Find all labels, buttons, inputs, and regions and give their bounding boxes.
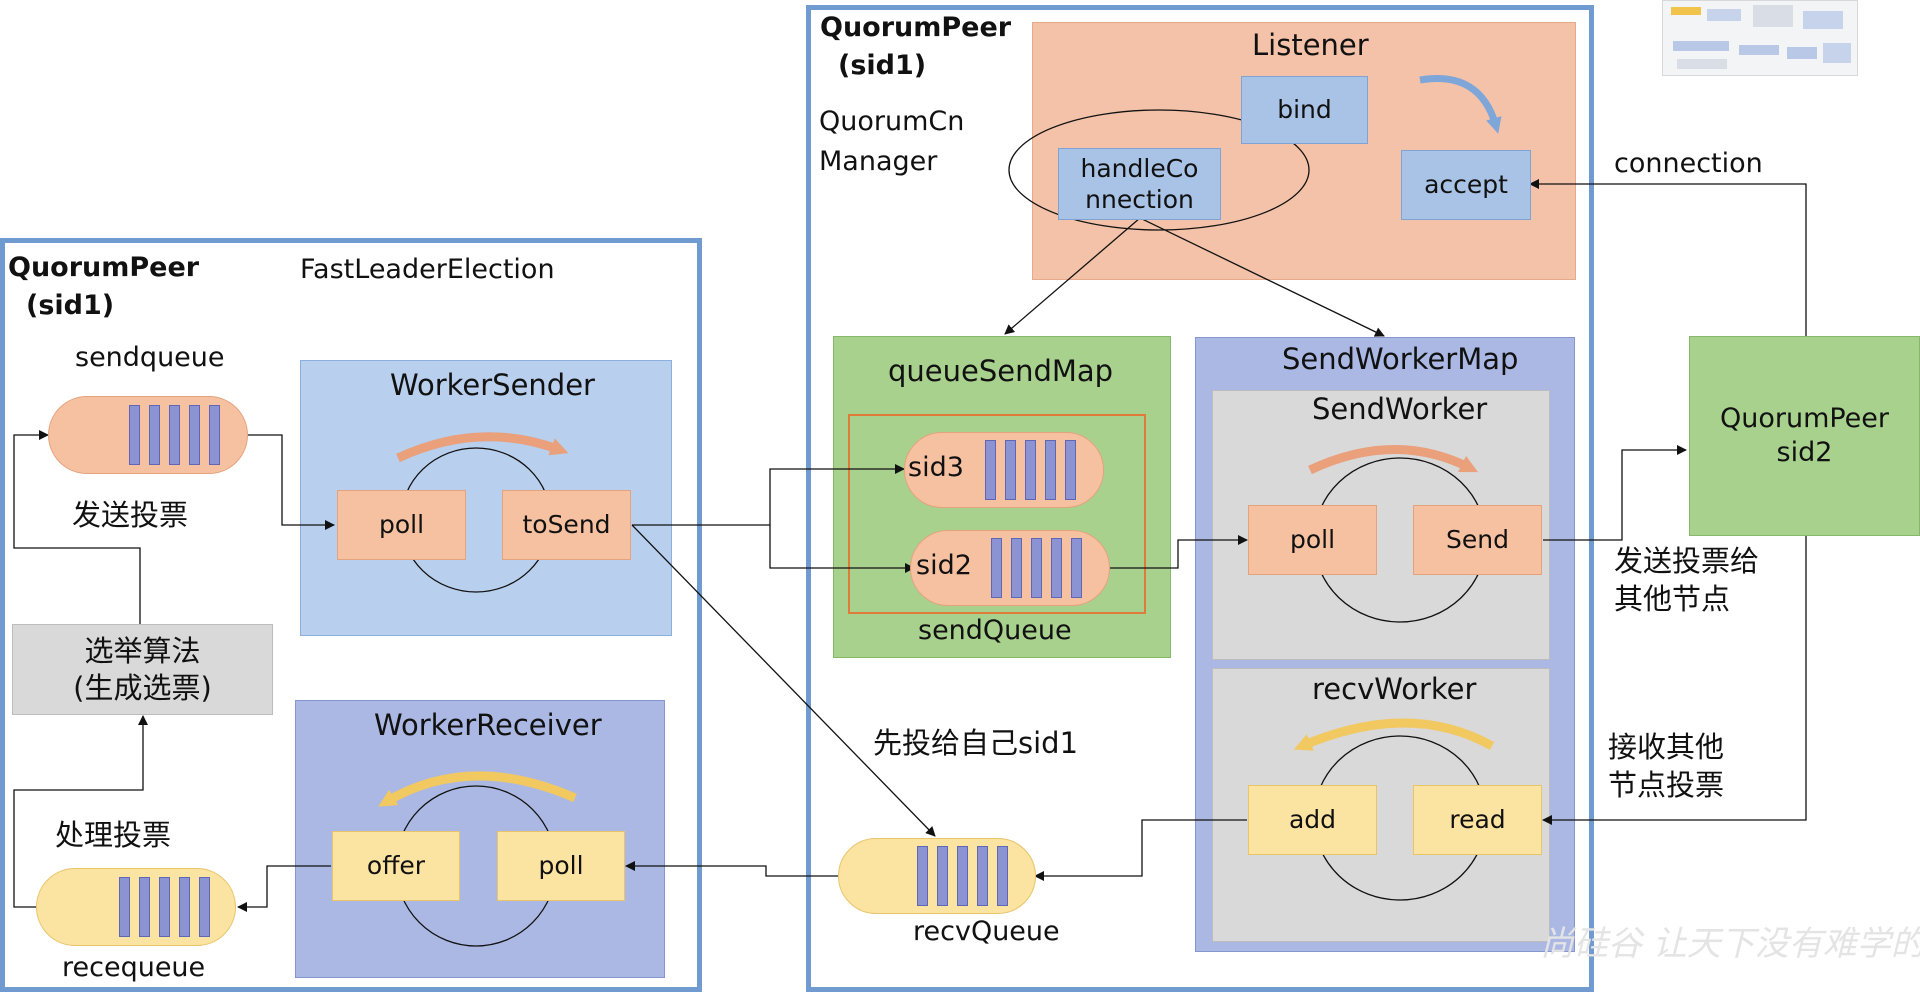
middle-panel-title-1: QuorumPeer (820, 12, 1012, 43)
send-vote-label: 发送投票 (72, 498, 189, 532)
connection-label: connection (1614, 148, 1763, 179)
bind-label: bind (1277, 95, 1332, 125)
tosend-label: toSend (522, 510, 611, 540)
send-queue-container (848, 414, 1146, 614)
send-box: Send (1413, 505, 1542, 575)
left-quorumpeer-frame (0, 238, 702, 992)
send-to-others-line2: 其他节点 (1614, 582, 1731, 616)
handle-connection-line2: nnection (1085, 185, 1194, 214)
send-queue-label: sendQueue (918, 615, 1072, 646)
accept-label: accept (1424, 170, 1508, 200)
recv-from-others-line1: 接收其他 (1608, 730, 1725, 764)
send-worker-poll-box: poll (1248, 505, 1377, 575)
thumbnail-preview (1662, 0, 1858, 76)
offer-box: offer (332, 831, 460, 901)
handle-connection-line1: handleCo (1080, 153, 1199, 183)
algorithm-line1: 选举算法 (84, 634, 201, 669)
sendqueue-label: sendqueue (75, 342, 225, 373)
recequeue-icon (36, 868, 236, 946)
handle-connection-box: handleCo nnection (1058, 148, 1221, 220)
peer-sid2-line2: sid2 (1776, 437, 1833, 468)
sid3-queue (904, 432, 1104, 508)
fast-leader-election-label: FastLeaderElection (300, 254, 555, 285)
sendqueue-icon (48, 396, 248, 474)
recvqueue-icon (838, 838, 1036, 914)
recv-queue-label: recvQueue (913, 916, 1060, 947)
sid3-label: sid3 (908, 452, 964, 483)
middle-panel-title-2: (sid1) (838, 50, 927, 81)
add-box: add (1248, 785, 1377, 855)
offer-label: offer (366, 851, 426, 881)
watermark: 尚硅谷 让天下没有难学的技术 (1540, 924, 1920, 964)
worker-sender-title: WorkerSender (390, 368, 595, 402)
manager-label-2: Manager (819, 146, 938, 177)
bind-box: bind (1241, 76, 1368, 144)
left-panel-title-1: QuorumPeer (8, 252, 200, 283)
read-label: read (1449, 805, 1506, 835)
add-label: add (1288, 805, 1337, 835)
self-vote-label: 先投给自己sid1 (873, 726, 1079, 760)
send-worker-poll-label: poll (1289, 525, 1336, 555)
process-vote-label: 处理投票 (55, 818, 172, 852)
worker-receiver-poll-box: poll (497, 831, 625, 901)
worker-sender-poll-label: poll (378, 510, 425, 540)
recequeue-label: recequeue (62, 952, 206, 983)
peer-sid2-line1: QuorumPeer (1719, 403, 1890, 435)
read-box: read (1413, 785, 1542, 855)
algorithm-line2: (生成选票) (73, 670, 212, 705)
worker-receiver-poll-label: poll (538, 851, 584, 881)
worker-sender-poll-box: poll (337, 490, 466, 560)
sid2-label: sid2 (916, 550, 972, 581)
queue-send-map-title: queueSendMap (888, 354, 1114, 388)
middle-quorumpeer-frame (806, 5, 1594, 992)
left-panel-title-2: (sid1) (26, 290, 115, 321)
accept-box: accept (1401, 150, 1531, 220)
send-worker-map-title: SendWorkerMap (1282, 342, 1519, 376)
send-worker-title: SendWorker (1312, 392, 1488, 426)
manager-label-1: QuorumCn (819, 106, 965, 137)
election-algorithm-box: 选举算法 (生成选票) (12, 624, 273, 715)
send-label: Send (1446, 525, 1509, 555)
recv-worker-title: recvWorker (1312, 672, 1477, 706)
listener-title: Listener (1252, 28, 1369, 62)
worker-receiver-title: WorkerReceiver (374, 708, 602, 742)
sid2-queue (910, 530, 1110, 606)
send-to-others-line1: 发送投票给 (1614, 544, 1760, 578)
recv-from-others-line2: 节点投票 (1608, 768, 1725, 802)
tosend-box: toSend (502, 490, 631, 560)
